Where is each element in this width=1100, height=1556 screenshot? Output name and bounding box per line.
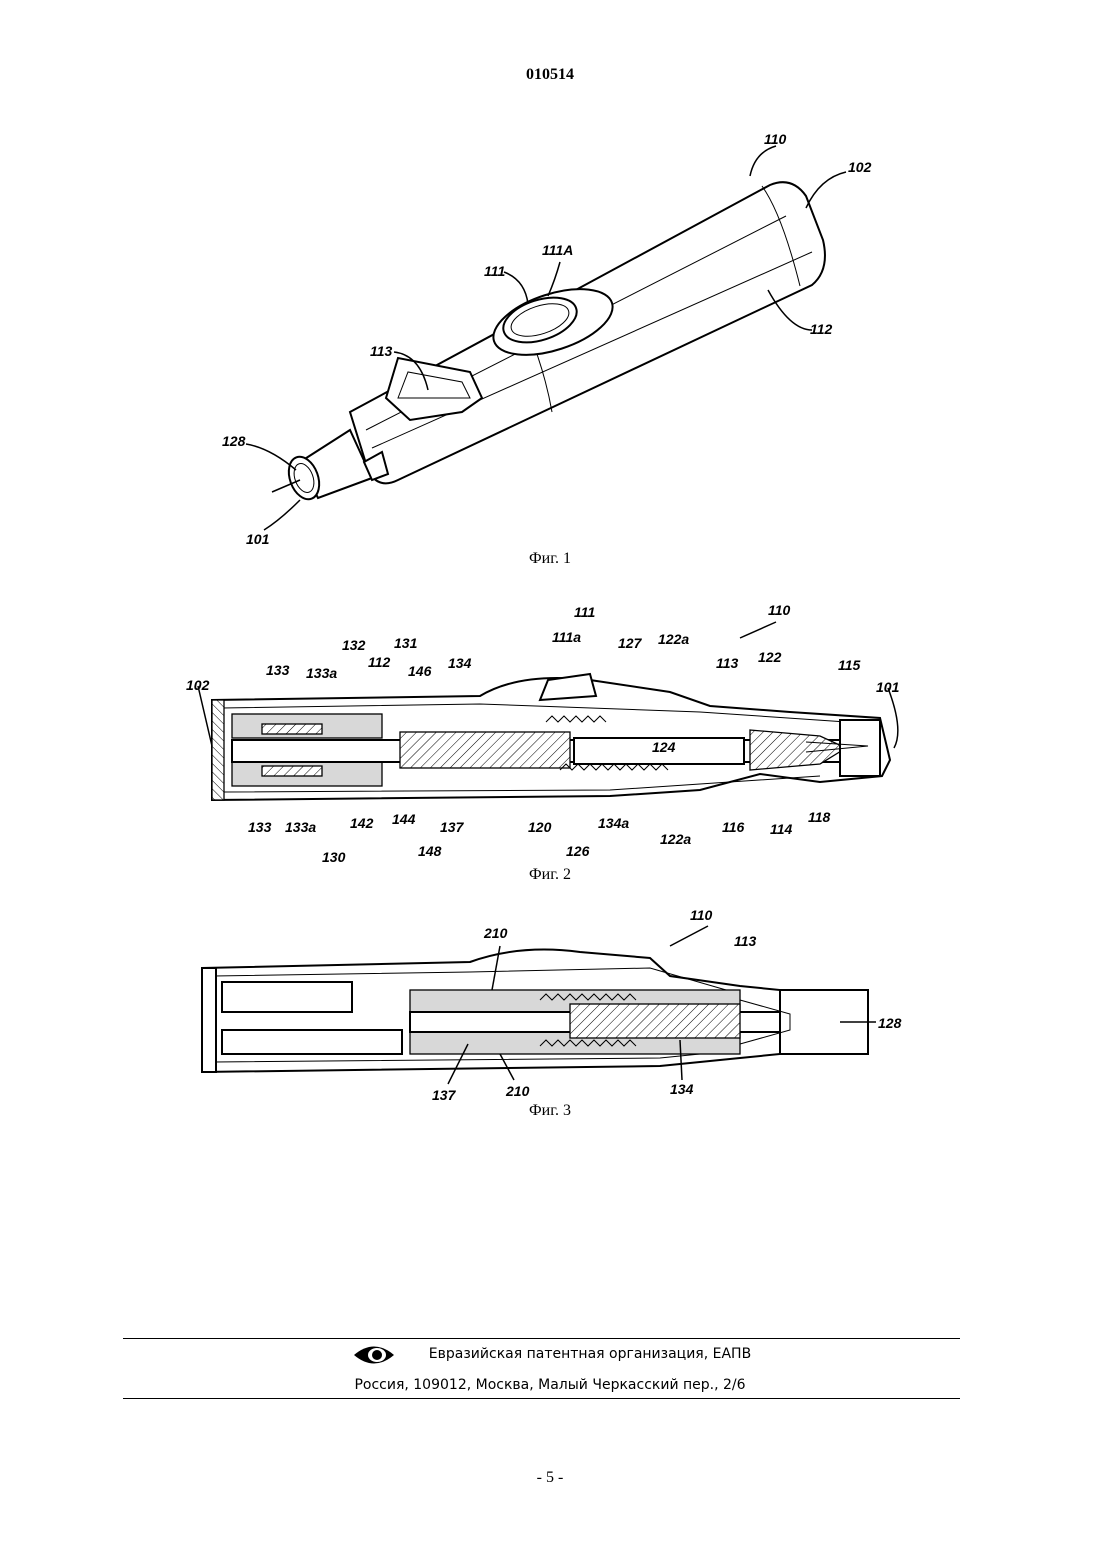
fig2-label: 113 [716,655,739,671]
fig1-label: 112 [810,321,833,337]
fig2-label: 142 [350,815,374,831]
fig1-label: 111A [542,242,573,258]
fig1-label: 128 [222,433,246,449]
page-number: - 5 - [0,1469,1100,1487]
fig2-label: 144 [392,811,416,827]
fig3-label: 210 [483,925,508,941]
fig2-label: 133 [248,819,272,835]
fig2-label: 114 [770,821,793,837]
footer-bottom-rule [123,1398,960,1399]
fig2-label: 127 [618,635,643,651]
fig3-label: 128 [878,1015,902,1031]
figure-1-caption: Фиг. 1 [0,550,1100,568]
footer-top-rule [123,1338,960,1339]
footer-organization: Евразийская патентная организация, ЕАПВ [0,1346,1100,1362]
fig3-label: 113 [734,933,757,949]
fig2-label: 131 [394,635,418,651]
fig2-label: 111 [574,604,595,620]
fig3-label: 210 [505,1083,530,1099]
fig3-label: 134 [670,1081,694,1097]
fig1-label: 113 [370,343,393,359]
figure-3-caption: Фиг. 3 [0,1102,1100,1120]
fig2-label: 115 [838,657,861,673]
footer-address: Россия, 109012, Москва, Малый Черкасский… [0,1377,1100,1393]
fig2-label: 101 [876,679,900,695]
fig2-label: 122a [660,831,691,847]
figure-3-drawing: 110 210 113 128 137 210 134 [0,900,1100,1104]
fig2-label: 134a [598,815,629,831]
fig2-label: 133a [285,819,316,835]
fig2-label: 112 [368,654,391,670]
fig2-label: 110 [768,602,791,618]
fig1-label: 111 [484,263,505,279]
fig1-label: 101 [246,531,270,547]
fig2-label: 122 [758,649,782,665]
fig2-label: 137 [440,819,465,835]
fig2-label: 146 [408,663,432,679]
fig2-label: 133 [266,662,290,678]
fig2-label: 102 [186,677,210,693]
fig2-label: 148 [418,843,442,859]
fig2-label: 122a [658,631,689,647]
fig2-label: 111a [552,629,581,645]
fig3-label: 110 [690,907,713,923]
fig2-label: 124 [652,739,676,755]
fig2-label: 120 [528,819,552,835]
fig2-label: 116 [722,819,745,835]
figure-2-caption: Фиг. 2 [0,866,1100,884]
fig3-label: 137 [432,1087,457,1103]
figure-1-drawing: 110 102 111A 111 112 113 128 101 [0,120,1100,550]
fig2-label: 134 [448,655,472,671]
document-number: 010514 [0,66,1100,84]
fig1-label: 102 [848,159,872,175]
fig2-label: 133a [306,665,337,681]
fig2-label: 130 [322,849,346,865]
fig2-label: 132 [342,637,366,653]
fig1-label: 110 [764,131,787,147]
figure-2-drawing: 111 110 111a 127 122a 122 113 115 101 10… [0,600,1100,862]
fig2-label: 126 [566,843,590,859]
fig2-label: 118 [808,809,831,825]
